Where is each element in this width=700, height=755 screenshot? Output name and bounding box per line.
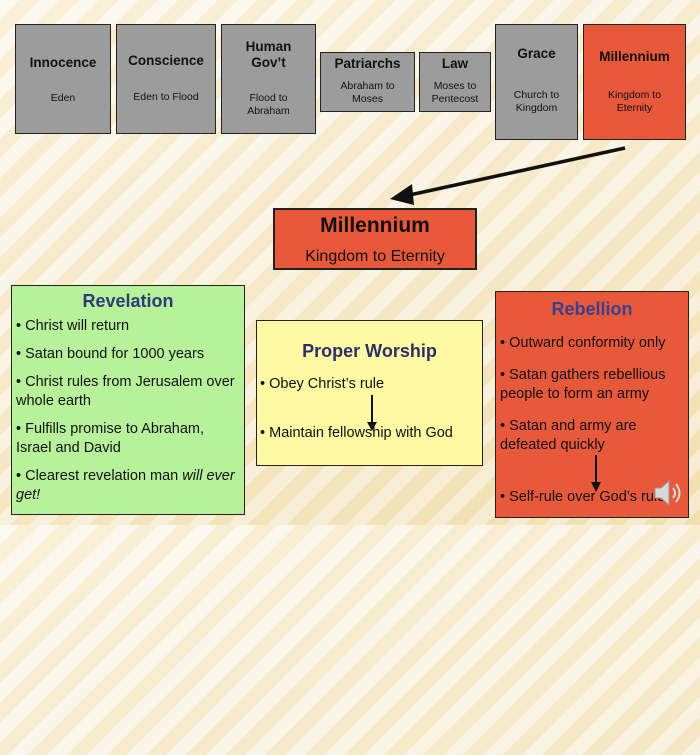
rebellion-item: Outward conformity only: [500, 334, 684, 353]
down-arrow: [621, 715, 641, 755]
revelation-item-text: Clearest revelation man: [25, 468, 183, 484]
timeline-subtitle: Abraham to Moses: [340, 80, 395, 105]
revelation-item: Satan bound for 1000 years: [16, 345, 240, 364]
worship-item: Maintain fellowship with God: [260, 424, 479, 443]
center-title: Millennium: [320, 214, 430, 237]
speaker-icon[interactable]: [652, 478, 686, 508]
timeline-title: Patriarchs: [334, 56, 401, 71]
timeline-title: Conscience: [128, 53, 204, 68]
center-millennium-box: Millennium Kingdom to Eternity: [273, 208, 477, 270]
rebellion-panel: Rebellion Outward conformity only Satan …: [495, 291, 689, 518]
timeline-subtitle: Kingdom to Eternity: [607, 89, 662, 114]
timeline-title: Law: [441, 56, 469, 71]
revelation-item: Fulfills promise to Abraham, Israel and …: [16, 420, 240, 458]
timeline-box-conscience: Conscience Eden to Flood: [116, 24, 216, 134]
revelation-item-emphasis: will ever get!: [16, 468, 235, 503]
rebellion-item: Self-rule over God’s rule: [500, 488, 684, 507]
timeline-subtitle: Eden to Flood: [133, 91, 199, 103]
center-subtitle: Kingdom to Eternity: [305, 248, 445, 265]
revelation-title: Revelation: [82, 291, 174, 311]
revelation-panel: Revelation Christ will return Satan boun…: [11, 285, 245, 515]
worship-down-arrow: [367, 395, 377, 431]
timeline-subtitle: Eden: [50, 92, 76, 104]
timeline-title: Innocence: [29, 55, 97, 70]
worship-title: Proper Worship: [302, 341, 437, 361]
worship-item: Obey Christ’s rule: [260, 375, 479, 394]
worship-panel: Proper Worship Obey Christ’s rule Mainta…: [256, 320, 483, 466]
timeline-box-human-govt: Human Gov’t Flood to Abraham: [221, 24, 316, 134]
revelation-item: Christ rules from Jerusalem over whole e…: [16, 373, 240, 411]
timeline-title: Millennium: [599, 49, 670, 64]
timeline-subtitle: Church to Kingdom: [513, 89, 560, 114]
timeline-box-patriarchs: Patriarchs Abraham to Moses: [320, 52, 415, 112]
timeline-box-innocence: Innocence Eden: [15, 24, 111, 134]
timeline-box-law: Law Moses to Pentecost: [419, 52, 491, 112]
rebellion-title: Rebellion: [551, 299, 633, 319]
timeline-box-millennium: Millennium Kingdom to Eternity: [583, 24, 686, 140]
revelation-item: Clearest revelation man will ever get!: [16, 467, 240, 505]
rebellion-item: Satan gathers rebellious people to form …: [500, 366, 684, 404]
timeline-title: Human Gov’t: [245, 39, 292, 70]
rebellion-item: Satan and army are defeated quickly: [500, 417, 684, 455]
timeline-subtitle: Flood to Abraham: [247, 92, 290, 117]
rebellion-down-arrow: [591, 455, 601, 492]
timeline-title: Grace: [517, 46, 556, 61]
revelation-item: Christ will return: [16, 317, 240, 336]
pointer-arrow: [390, 146, 626, 205]
timeline-subtitle: Moses to Pentecost: [431, 80, 479, 105]
timeline-box-grace: Grace Church to Kingdom: [495, 24, 578, 140]
